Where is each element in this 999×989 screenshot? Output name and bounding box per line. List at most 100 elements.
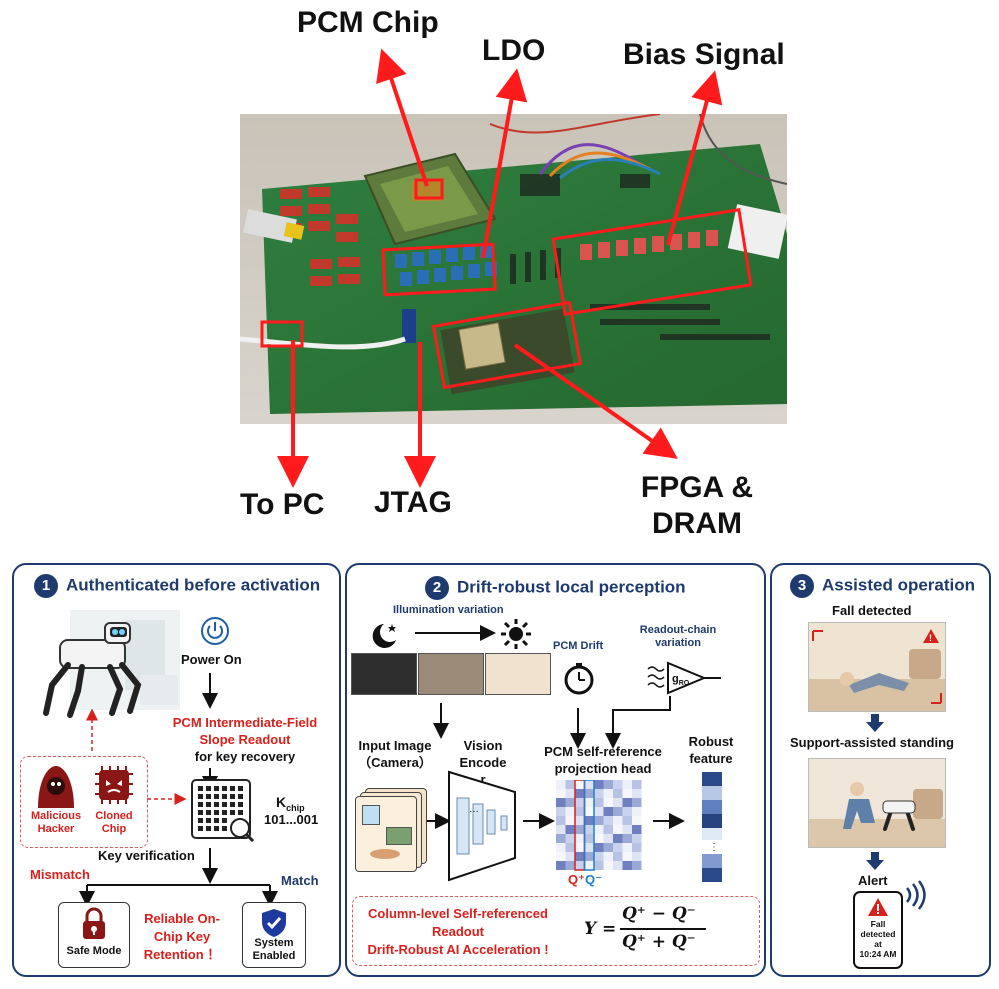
formula-box xyxy=(352,896,760,966)
q-minus-label: Q⁻ xyxy=(584,872,602,887)
fall-detected-label: Fall detected xyxy=(832,603,912,618)
self-ref-readout-label: Column-level Self-referenced Readout Dri… xyxy=(352,905,564,959)
projection-head-label: PCM self-reference projection head xyxy=(528,743,678,777)
panel2-arrows xyxy=(415,625,685,829)
input-image-stack xyxy=(355,788,427,872)
bottom-line1: Column-level Self-referenced xyxy=(368,906,548,921)
cloned-line2: Chip xyxy=(101,823,127,835)
bright-scene-thumb xyxy=(485,653,551,695)
callout-arrows xyxy=(277,48,723,488)
cloned-chip-icon xyxy=(95,766,133,804)
panel1-flow-arrows xyxy=(79,673,278,907)
vision-encoder-diagram: … xyxy=(448,770,516,882)
formula-numerator: Q⁺ − Q⁻ xyxy=(622,904,696,924)
robust-feature-label: Robust feature xyxy=(680,733,742,767)
pcm-drift-label: PCM Drift xyxy=(553,640,604,652)
mismatch-label: Mismatch xyxy=(30,867,90,882)
panel2-number: 2 xyxy=(425,576,449,600)
dim-scene-thumb xyxy=(418,653,484,695)
readout-line3: for key recovery xyxy=(194,749,296,764)
formula-fraction-bar xyxy=(620,928,706,930)
callout-pcm-chip: PCM Chip xyxy=(297,6,439,39)
pcb-photo-illustration xyxy=(239,113,789,424)
callout-jtag: JTAG xyxy=(374,486,452,519)
system-line2: Enabled xyxy=(252,950,296,962)
pcm-readout-label: PCM Intermediate-Field Slope Readout for… xyxy=(150,714,340,765)
arrow-pcm-chip xyxy=(376,48,429,187)
cloned-chip-label: Cloned Chip xyxy=(86,810,142,836)
hacker-label: Malicious Hacker xyxy=(26,810,86,836)
callout-fpga-line1: FPGA & xyxy=(640,471,754,504)
gro-text: gRO xyxy=(672,673,690,687)
readout-line2: Slope Readout xyxy=(199,732,291,747)
head-line2: projection head xyxy=(554,761,652,776)
retention-line3: Retention ！ xyxy=(143,947,221,962)
svg-text:…: … xyxy=(469,804,479,815)
phone-line3: at xyxy=(874,939,882,949)
down-arrow-2 xyxy=(866,852,884,870)
kchip-sub: chip xyxy=(286,802,305,813)
fall-scene-illustration: ! xyxy=(809,629,945,711)
callout-fpga-dram: FPGA & DRAM xyxy=(634,470,760,542)
callout-ldo: LDO xyxy=(482,34,546,67)
moon-icon xyxy=(372,624,396,648)
pcb-photo xyxy=(239,113,789,424)
input-line2: （Camera） xyxy=(358,755,432,770)
support-scene-illustration xyxy=(809,782,945,847)
retention-line1: Reliable On- xyxy=(144,911,220,926)
readout-line1: PCM Intermediate-Field xyxy=(172,715,318,730)
system-enabled-label: System Enabled xyxy=(243,937,305,963)
phone-line1: Fall xyxy=(870,919,886,929)
support-standing-label: Support-assisted standing xyxy=(790,735,954,750)
fall-scene-image: ! xyxy=(808,622,946,712)
svg-text:!: ! xyxy=(929,633,932,643)
bottom-line3: Drift-Robust AI Acceleration ! xyxy=(367,942,549,957)
input-line1: Input Image xyxy=(358,738,432,753)
key-chip-icon xyxy=(191,779,255,842)
match-label: Match xyxy=(281,873,319,888)
down-arrow-1 xyxy=(866,714,884,732)
readout-chain-line2: variation xyxy=(655,637,701,649)
phone-line4: 10:24 AM xyxy=(859,949,897,959)
robust-feature-vector: ⋮ xyxy=(702,772,722,882)
head-line1: PCM self-reference xyxy=(544,744,662,759)
phone-alert: Fall detected at 10:24 AM xyxy=(853,891,903,969)
power-icon xyxy=(201,617,229,645)
gro-sub: RO xyxy=(679,680,690,687)
vision-encoder-label: Vision Encode r xyxy=(448,737,518,788)
retention-label: Reliable On- Chip Key Retention ！ xyxy=(132,910,232,964)
wireless-signal-icon xyxy=(906,880,926,910)
phone-line2: detected xyxy=(860,929,896,939)
hacker-icon xyxy=(38,766,74,808)
system-line1: System xyxy=(254,937,294,949)
power-on-label: Power On xyxy=(181,652,242,667)
hacker-line1: Malicious xyxy=(30,810,82,822)
clock-drift-icon xyxy=(564,663,594,695)
support-scene-image xyxy=(808,758,946,848)
robust-line1: Robust xyxy=(688,734,734,749)
phone-message: Fall detected at 10:24 AM xyxy=(855,919,901,959)
callout-fpga-line2: DRAM xyxy=(652,507,742,540)
projection-heatmap xyxy=(556,780,642,871)
panel2-title: 2 Drift-robust local perception xyxy=(425,576,686,600)
q-plus-label: Q⁺ xyxy=(568,872,585,887)
sun-icon xyxy=(501,619,531,649)
safe-mode-box: Safe Mode xyxy=(58,902,130,968)
vision-line2: Encode xyxy=(459,755,507,770)
callout-bias-signal: Bias Signal xyxy=(623,38,785,71)
vision-line3: r xyxy=(480,772,486,787)
callout-to-pc: To PC xyxy=(240,488,325,521)
svg-text:⋮: ⋮ xyxy=(709,842,719,853)
shield-check-icon xyxy=(262,909,286,937)
amplifier-gro-icon: gRO xyxy=(647,661,721,695)
kchip-label: Kchip xyxy=(276,794,305,813)
panel2-title-text: Drift-robust local perception xyxy=(457,577,686,597)
vision-line1: Vision xyxy=(463,738,503,753)
kchip-value: 101...001 xyxy=(264,812,319,827)
q-plus-minus: Q⁺Q⁻ xyxy=(568,872,602,888)
gro-g: g xyxy=(672,673,679,685)
panel3-number: 3 xyxy=(790,574,814,598)
kchip-k: K xyxy=(276,794,287,810)
